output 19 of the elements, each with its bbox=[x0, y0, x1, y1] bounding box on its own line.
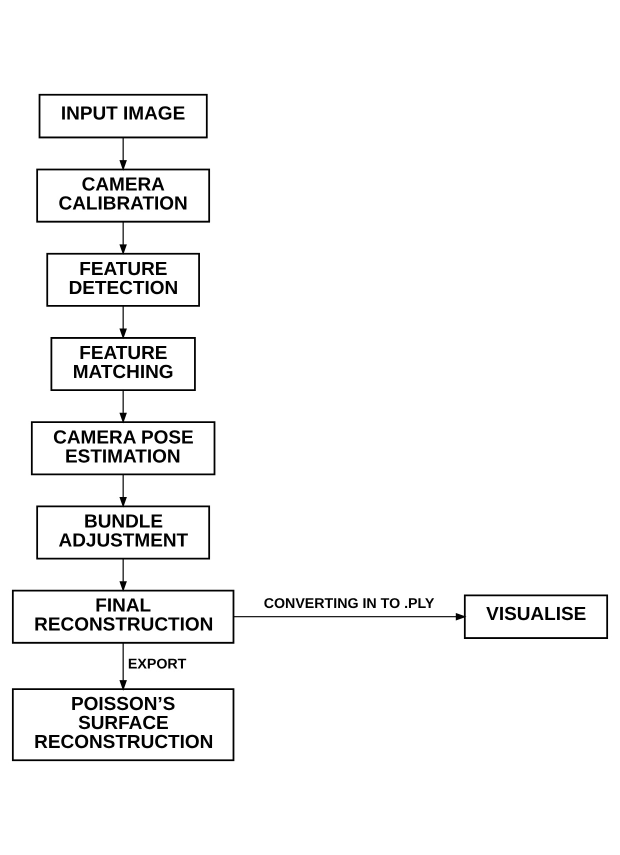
arrow bbox=[119, 390, 127, 424]
node-box: FEATURE MATCHING bbox=[50, 337, 196, 392]
edge-label: EXPORT bbox=[128, 656, 186, 672]
node-box: FEATURE DETECTION bbox=[46, 252, 200, 307]
arrow bbox=[119, 642, 127, 691]
node-box: VISUALISE bbox=[464, 594, 608, 639]
node-box: CAMERA POSE ESTIMATION bbox=[30, 421, 216, 476]
node-box: INPUT IMAGE bbox=[38, 94, 208, 138]
arrow bbox=[234, 612, 466, 620]
arrow bbox=[119, 138, 127, 171]
edge-label: CONVERTING IN TO .PLY bbox=[264, 596, 434, 612]
arrow bbox=[119, 306, 127, 340]
node-box: BUNDLE ADJUSTMENT bbox=[36, 506, 210, 560]
node-box: CAMERA CALIBRATION bbox=[36, 168, 210, 223]
node-box: POISSON’S SURFACE RECONSTRUCTION bbox=[12, 688, 234, 762]
node-box: FINAL RECONSTRUCTION bbox=[12, 590, 234, 644]
arrow bbox=[119, 474, 127, 508]
arrow bbox=[119, 558, 127, 592]
arrow bbox=[119, 222, 127, 255]
